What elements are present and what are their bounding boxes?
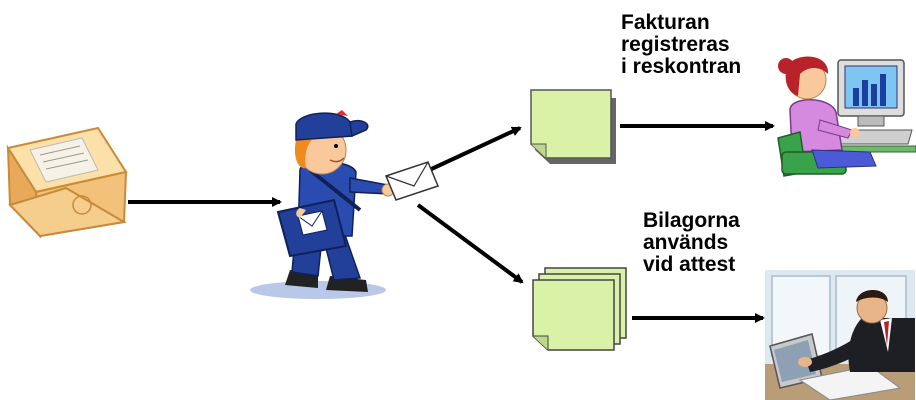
envelope-icon bbox=[8, 128, 126, 236]
mail-carrier-icon bbox=[250, 110, 394, 299]
attachments-approval-label: Bilagorna används vid attest bbox=[643, 210, 740, 276]
attachments-label-line-2: används bbox=[643, 232, 740, 254]
handed-letter-icon bbox=[386, 162, 438, 200]
attachments-label-line-1: Bilagorna bbox=[643, 210, 740, 232]
office-worker-icon bbox=[765, 270, 915, 400]
invoice-label-line-3: i reskontran bbox=[621, 56, 741, 78]
document-stack-icon bbox=[533, 268, 626, 350]
document-icon bbox=[531, 90, 616, 164]
invoice-label-line-2: registreras bbox=[621, 34, 741, 56]
invoice-label-line-1: Fakturan bbox=[621, 12, 741, 34]
computer-user-icon bbox=[778, 57, 916, 177]
arrow-courier-to-invoice bbox=[425, 128, 520, 172]
invoice-registered-label: Fakturan registreras i reskontran bbox=[621, 12, 741, 78]
attachments-label-line-3: vid attest bbox=[643, 254, 740, 276]
arrow-courier-to-attachments bbox=[418, 205, 522, 282]
